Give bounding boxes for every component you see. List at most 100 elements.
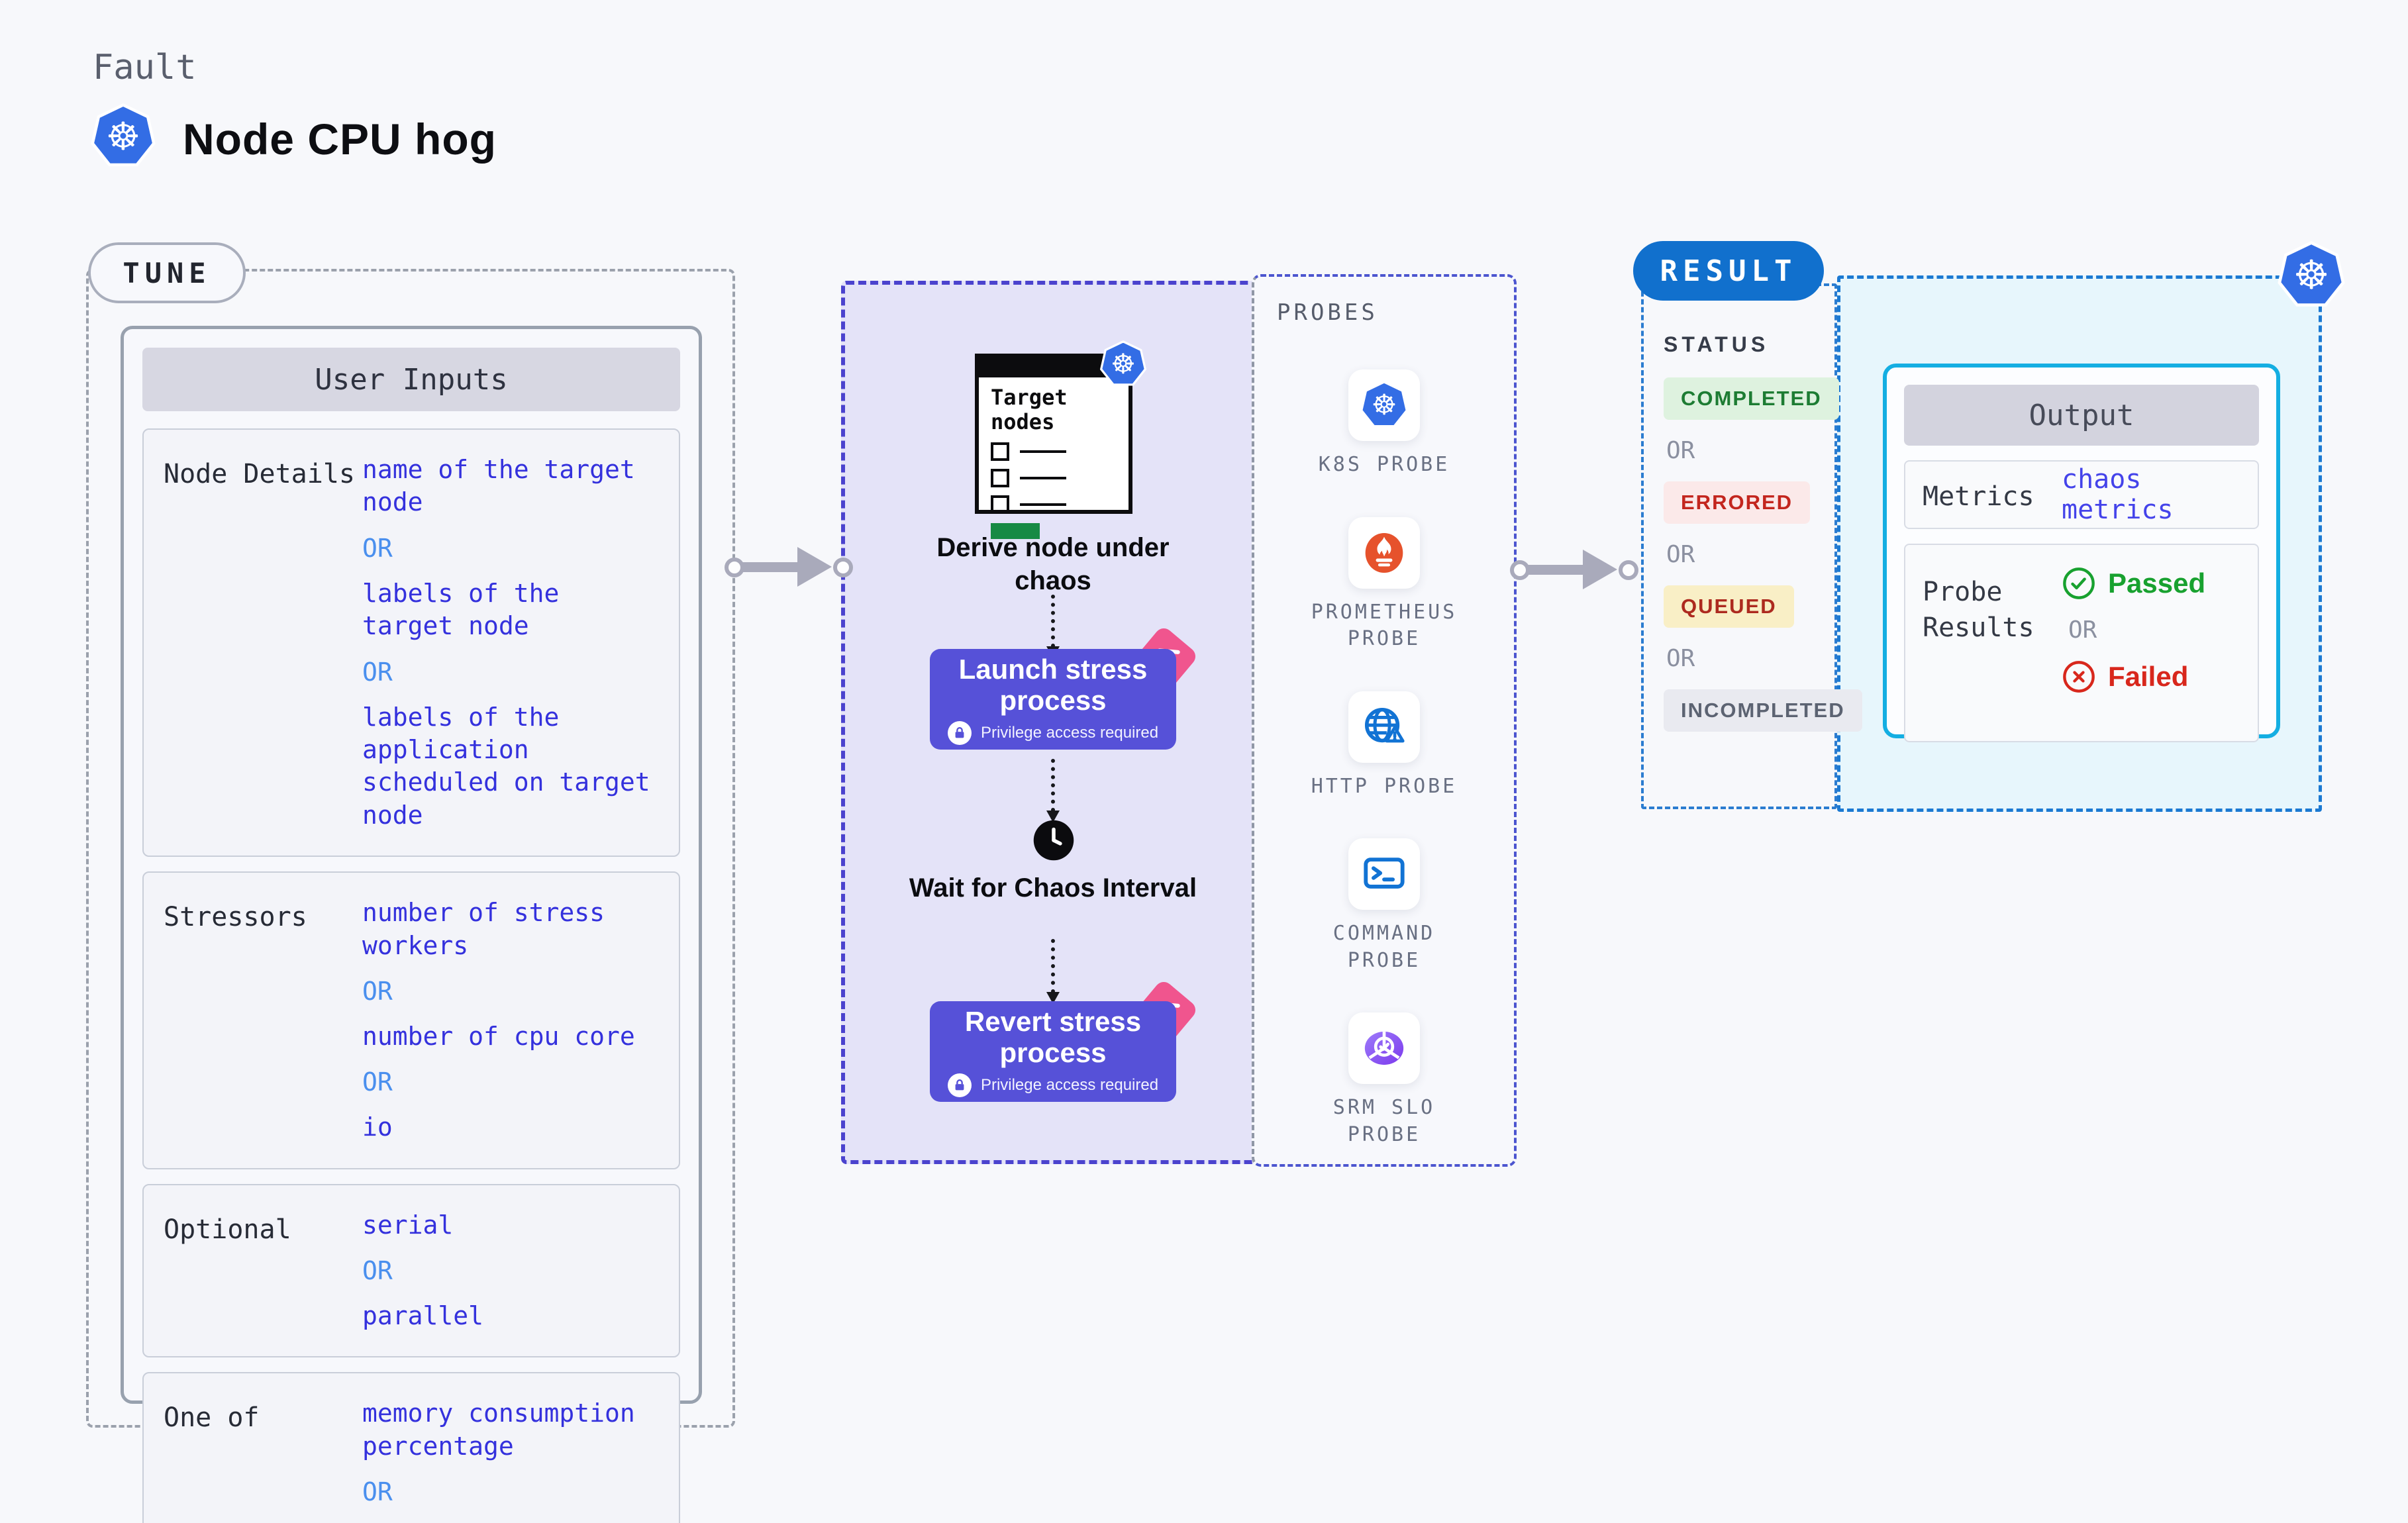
row-label: Node Details: [164, 459, 355, 489]
kubernetes-icon: ☸: [2278, 241, 2345, 307]
kubernetes-icon: ☸: [1099, 340, 1147, 386]
checkbox-icon: [991, 495, 1009, 514]
probe-card: [1348, 838, 1420, 910]
option-value: io: [362, 1112, 393, 1142]
slo-gauge-icon: [1364, 1031, 1404, 1065]
row-label: One of: [164, 1402, 260, 1434]
status-badge: ERRORED: [1664, 481, 1811, 524]
revert-stress-label: Revert stress process: [964, 1005, 1142, 1068]
probe-label: COMMAND PROBE: [1332, 922, 1436, 972]
probe-card: [1348, 1012, 1420, 1084]
or-label: OR: [1666, 541, 1695, 568]
probe-label: SRM SLO PROBE: [1332, 1096, 1436, 1146]
or-label: OR: [1666, 437, 1695, 464]
status-badge: COMPLETED: [1664, 377, 1839, 420]
metrics-row: Metrics chaos metrics: [1904, 460, 2259, 529]
kubernetes-icon: ☸: [91, 103, 156, 167]
x-circle-icon: [2063, 661, 2095, 693]
probe-item: PROMETHEUS PROBE: [1295, 516, 1474, 653]
result-output-panel: Output Metrics chaos metrics Probe Resul…: [1837, 275, 2322, 812]
output-card: Output Metrics chaos metrics Probe Resul…: [1883, 364, 2280, 742]
probes-title: PROBES: [1277, 299, 1378, 326]
kubernetes-icon: ☸: [1360, 381, 1409, 428]
probe-item: COMMAND PROBE: [1295, 838, 1474, 974]
output-title: Output: [1904, 385, 2259, 446]
failed-label: Failed: [2108, 661, 2189, 692]
privilege-note: Privilege access required: [980, 1076, 1159, 1095]
option-value: labels of the target node: [362, 578, 560, 641]
http-globe-icon: [1364, 707, 1405, 742]
check-circle-icon: [2063, 567, 2095, 599]
option-value: parallel: [362, 1301, 484, 1331]
privilege-note: Privilege access required: [980, 724, 1159, 742]
option-value: serial: [362, 1210, 454, 1240]
probe-card: [1348, 516, 1420, 589]
dotted-arrow-down: [1046, 939, 1060, 1004]
launch-stress-label: Launch stress process: [958, 653, 1148, 716]
checkbox-icon: [991, 468, 1009, 487]
metrics-label: Metrics: [1923, 481, 2034, 512]
dotted-arrow-down: [1046, 759, 1060, 822]
probes-panel: PROBES ☸ K8S PROBE PROMETHEUS PROBE HTTP PR…: [1252, 274, 1517, 1167]
probe-label: PROMETHEUS PROBE: [1311, 600, 1458, 651]
or-label: OR: [362, 1067, 393, 1097]
checklist-row: [991, 468, 1117, 487]
page-title: Node CPU hog: [183, 115, 497, 164]
or-label: OR: [362, 1477, 393, 1507]
probe-results-row: Probe Results Passed OR Failed: [1904, 544, 2259, 742]
target-card-title: Target nodes: [991, 385, 1068, 434]
probe-label: K8S PROBE: [1318, 453, 1450, 476]
passed-label: Passed: [2108, 567, 2206, 599]
tune-pill: TUNE: [88, 242, 246, 303]
target-nodes-card: ☸ Target nodes: [975, 340, 1147, 539]
option-value: labels of the application scheduled on t…: [362, 702, 650, 830]
terminal-icon: [1364, 858, 1405, 889]
dotted-arrow-down: [1046, 595, 1060, 658]
checklist-row: [991, 442, 1117, 461]
checkbox-icon: [991, 442, 1009, 461]
probe-results-label: Probe Results: [1923, 577, 2034, 643]
launch-stress-step: Launch stress process Privilege access r…: [930, 649, 1176, 750]
probe-item: ☸ K8S PROBE: [1295, 369, 1474, 479]
revert-stress-step: Revert stress process Privilege access r…: [930, 1001, 1176, 1102]
prometheus-icon: [1365, 532, 1403, 573]
progress-bar: [991, 522, 1040, 539]
failed-result: Failed: [2062, 660, 2205, 694]
probe-item: SRM SLO PROBE: [1295, 1012, 1474, 1148]
lock-icon: [947, 1073, 972, 1098]
wait-step-label: Wait for Chaos Interval: [909, 873, 1197, 903]
probes-list: ☸ K8S PROBE PROMETHEUS PROBE HTTP PROBE COMM…: [1254, 369, 1514, 1187]
derive-step-label: Derive node under chaos: [936, 533, 1170, 595]
execution-section: ☸ Target nodes Derive node under chaos L…: [841, 281, 1257, 1164]
or-label: OR: [1666, 645, 1695, 672]
arrow-tune-to-execution: [725, 547, 853, 587]
status-title: STATUS: [1664, 332, 1770, 356]
clock-icon: [1032, 818, 1076, 862]
or-label: OR: [2068, 616, 2097, 644]
fault-kicker: Fault: [93, 48, 197, 87]
or-label: OR: [362, 1256, 393, 1286]
chaos-metrics-link: chaos metrics: [2062, 464, 2174, 525]
option-value: number of cpu core: [362, 1021, 635, 1051]
lock-icon: [947, 721, 972, 746]
option-value: memory consumption percentage: [362, 1399, 635, 1461]
probe-card: [1348, 691, 1420, 763]
row-options: memory consumption percentageORmemory co…: [362, 1397, 659, 1523]
row-label: Optional: [164, 1214, 291, 1245]
probe-label: HTTP PROBE: [1311, 774, 1458, 798]
option-value: number of stress workers: [362, 898, 605, 960]
user-inputs-title: User Inputs: [142, 348, 680, 411]
row-label: Stressors: [164, 902, 307, 933]
